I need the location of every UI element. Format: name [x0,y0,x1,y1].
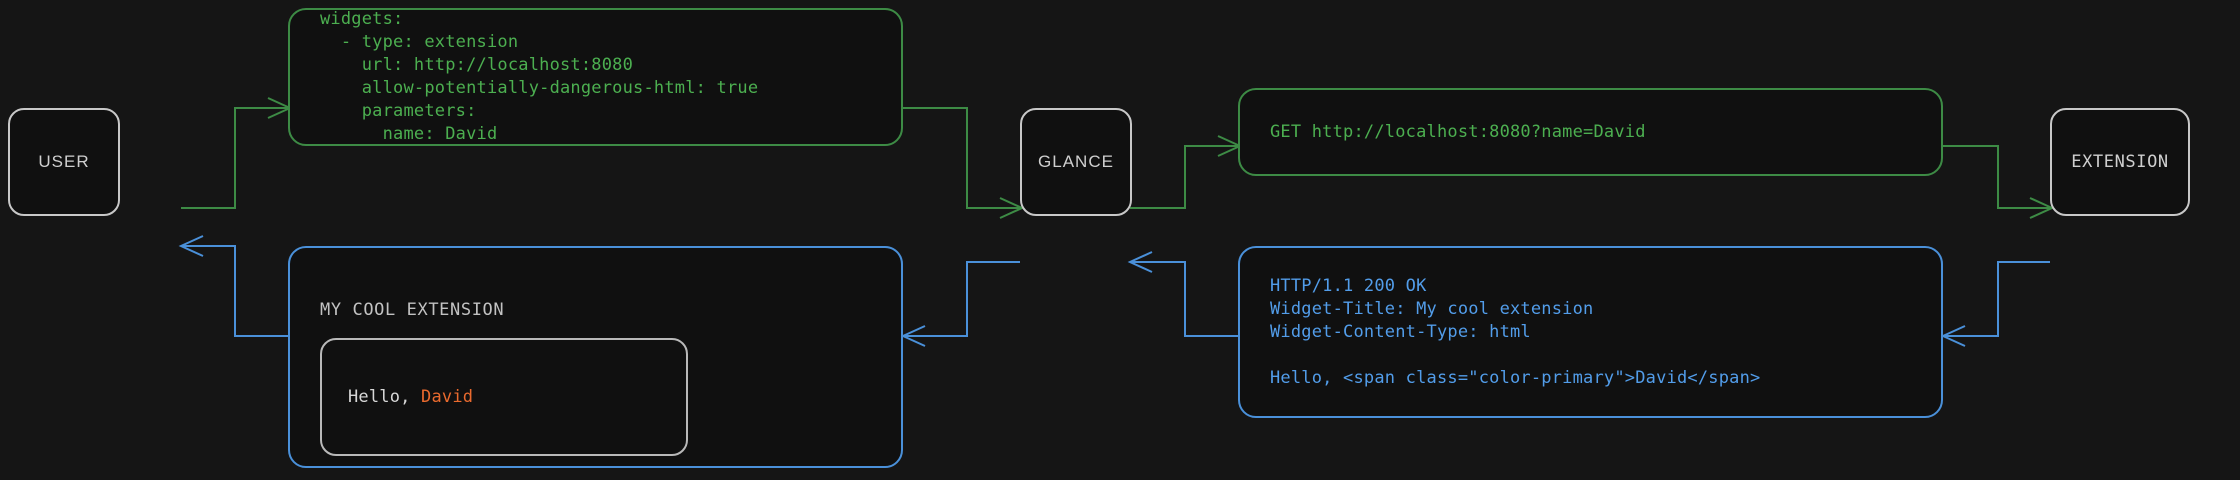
node-extension-label: EXTENSION [2071,152,2169,172]
wire-glance-to-widget [905,261,1020,337]
arrowhead-config-in [267,97,293,119]
node-extension[interactable]: EXTENSION [2050,108,2190,216]
wire-request-to-extension [1943,145,2050,209]
message-http-response[interactable]: HTTP/1.1 200 OK Widget-Title: My cool ex… [1238,246,1943,418]
wire-user-to-config [181,107,288,209]
wire-extension-to-response [1945,261,2050,337]
http-request-text: GET http://localhost:8080?name=David [1270,121,1646,142]
widget-preview-title: MY COOL EXTENSION [320,300,505,320]
node-user-label: USER [38,152,90,171]
arrowhead-glance-in-right [1127,251,1153,273]
widget-preview-card [320,338,688,456]
widget-body-name: David [421,387,474,407]
wire-widget-to-user [183,245,288,337]
arrowhead-user-in [178,235,204,257]
widget-preview-body: Hello, David [348,387,473,407]
node-glance-label: GLANCE [1038,152,1114,171]
arrowhead-request-in [1217,135,1243,157]
wire-response-to-glance [1132,261,1238,337]
node-user[interactable]: USER [8,108,120,216]
arrowhead-extension-in [2029,197,2055,219]
arrowhead-widget-in [900,325,926,347]
wire-config-to-glance [903,107,1020,209]
message-config-yaml[interactable]: widgets: - type: extension url: http://l… [288,8,903,146]
message-rendered-widget[interactable]: MY COOL EXTENSION Hello, David [288,246,903,468]
node-glance[interactable]: GLANCE [1020,108,1132,216]
config-yaml-text: widgets: - type: extension url: http://l… [320,9,759,144]
http-response-text: HTTP/1.1 200 OK Widget-Title: My cool ex… [1270,275,1761,388]
widget-body-greeting: Hello, [348,387,422,407]
wire-glance-to-request [1130,145,1238,209]
arrowhead-response-in [1940,325,1966,347]
message-http-request[interactable]: GET http://localhost:8080?name=David [1238,88,1943,176]
arrowhead-glance-in-left [999,197,1025,219]
